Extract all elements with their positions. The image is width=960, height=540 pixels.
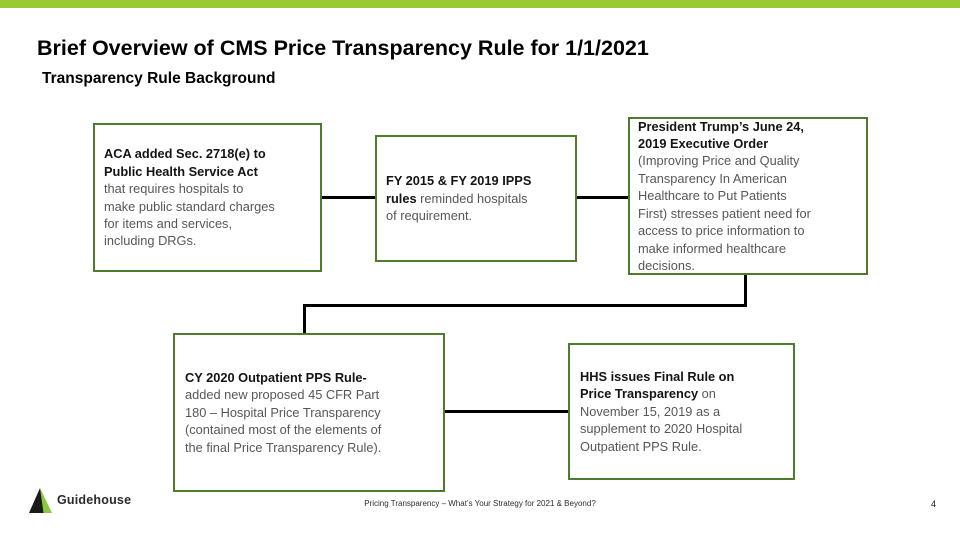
box-text: ACA added Sec. 2718(e) to Public Health … (104, 145, 312, 249)
box-body-text: (Improving Price and Quality Transparenc… (638, 153, 811, 273)
box-text: FY 2015 & FY 2019 IPPS rules reminded ho… (386, 172, 569, 224)
box-body-text: on November 15, 2019 as a supplement to … (580, 386, 743, 454)
box-text: CY 2020 Outpatient PPS Rule- added new p… (185, 369, 437, 456)
guidehouse-logo-mark-icon (29, 486, 53, 514)
connector-aca-to-ipps (322, 196, 375, 199)
box-lead-text: ACA added Sec. 2718(e) to Public Health … (104, 146, 266, 179)
connector-elbow-horizontal (303, 304, 747, 307)
box-text: President Trump’s June 24, 2019 Executiv… (638, 118, 862, 275)
connector-eo-down (744, 275, 747, 307)
page-number: 4 (930, 499, 936, 509)
connector-opps-to-hhs (445, 410, 568, 413)
box-executive-order-2019: President Trump’s June 24, 2019 Executiv… (628, 117, 868, 275)
box-body-text: that requires hospitals to make public s… (104, 181, 275, 249)
connector-ipps-to-eo (577, 196, 628, 199)
box-lead-text: FY 2015 & FY 2019 IPPS rules (386, 173, 532, 206)
top-accent-bar (0, 0, 960, 8)
box-lead-text: HHS issues Final Rule on Price Transpare… (580, 368, 735, 402)
slide-title: Brief Overview of CMS Price Transparency… (37, 36, 649, 60)
footer-presentation-title: Pricing Transparency – What’s Your Strat… (364, 499, 596, 508)
box-lead-text: CY 2020 Outpatient PPS Rule- (185, 369, 367, 385)
guidehouse-logo: Guidehouse (29, 486, 131, 514)
guidehouse-logo-label: Guidehouse (57, 493, 132, 507)
box-body-text: added new proposed 45 CFR Part 180 – Hos… (185, 387, 382, 455)
box-body-text: reminded hospitals of requirement. (386, 190, 528, 224)
connector-down-to-opps (303, 306, 306, 333)
slide-subtitle: Transparency Rule Background (42, 70, 276, 87)
box-cy-2020-outpatient-pps-rule: CY 2020 Outpatient PPS Rule- added new p… (173, 333, 445, 492)
box-text: HHS issues Final Rule on Price Transpare… (580, 368, 787, 455)
box-hhs-final-rule: HHS issues Final Rule on Price Transpare… (568, 343, 795, 480)
box-lead-text: President Trump’s June 24, 2019 Executiv… (638, 118, 804, 152)
box-aca-section-2718e: ACA added Sec. 2718(e) to Public Health … (93, 123, 322, 272)
box-fy-2015-2019-ipps-rules: FY 2015 & FY 2019 IPPS rules reminded ho… (375, 135, 577, 262)
